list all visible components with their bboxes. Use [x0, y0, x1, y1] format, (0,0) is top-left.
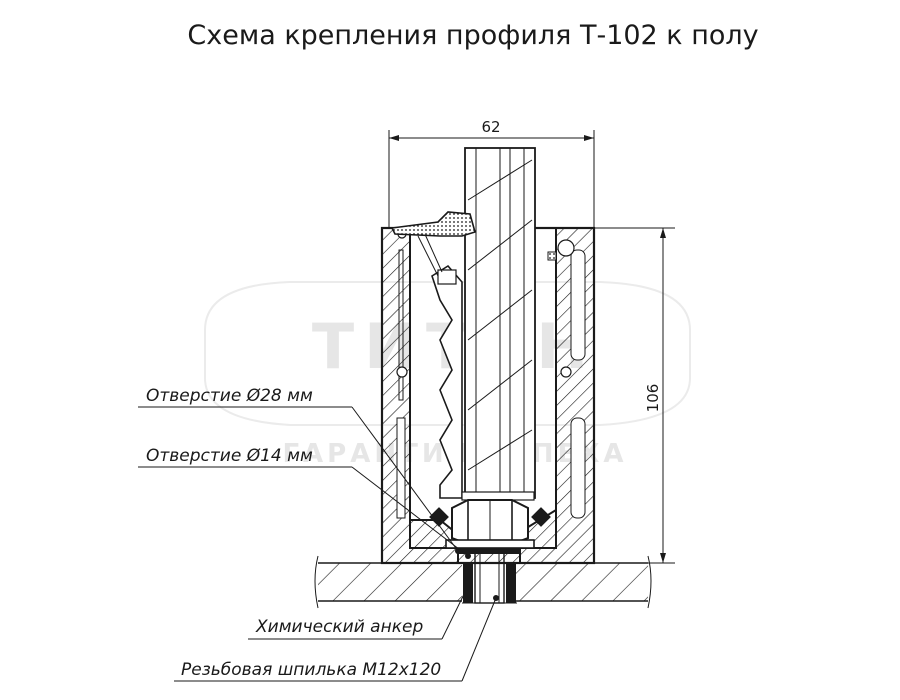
- label-threaded-rod: Резьбовая шпилька М12х120: [181, 660, 441, 680]
- leader-chemical-anchor: Химический анкер: [248, 579, 473, 640]
- clamp-wedge: [417, 231, 463, 499]
- dimension-height-value: 106: [644, 384, 662, 413]
- dimension-width-value: 62: [481, 118, 500, 136]
- leader-hole-14: Отверстие Ø14 мм: [138, 446, 471, 559]
- leader-threaded-rod: Резьбовая шпилька М12х120: [174, 595, 499, 682]
- label-hole-28: Отверстие Ø28 мм: [146, 386, 313, 406]
- dimension-width: 62: [388, 118, 595, 228]
- label-hole-14: Отверстие Ø14 мм: [146, 446, 313, 466]
- glass-panel: [464, 147, 536, 499]
- label-chemical-anchor: Химический анкер: [255, 617, 423, 637]
- nut-and-washer: [429, 499, 551, 549]
- drawing-title: Схема крепления профиля Т-102 к полу: [187, 20, 758, 51]
- leader-hole-28: Отверстие Ø28 мм: [138, 386, 461, 554]
- glass-support-pad: [461, 491, 535, 501]
- dimension-height: 106: [594, 227, 675, 564]
- rubber-seal: [390, 211, 557, 261]
